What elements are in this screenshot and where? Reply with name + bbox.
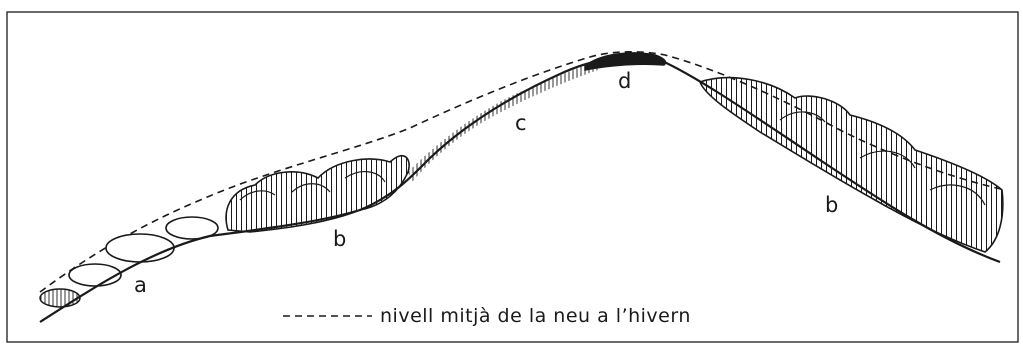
- zone-a-rocks: [40, 217, 218, 307]
- label-d: d: [618, 69, 631, 93]
- zone-b-right-shrubs: [700, 78, 1003, 252]
- label-c: c: [515, 111, 527, 135]
- label-a: a: [134, 273, 147, 297]
- label-b-right: b: [825, 193, 838, 217]
- label-b-left: b: [333, 227, 346, 251]
- legend-text: nivell mitjà de la neu a l’hivern: [380, 305, 691, 327]
- zone-c-grass: [408, 62, 598, 182]
